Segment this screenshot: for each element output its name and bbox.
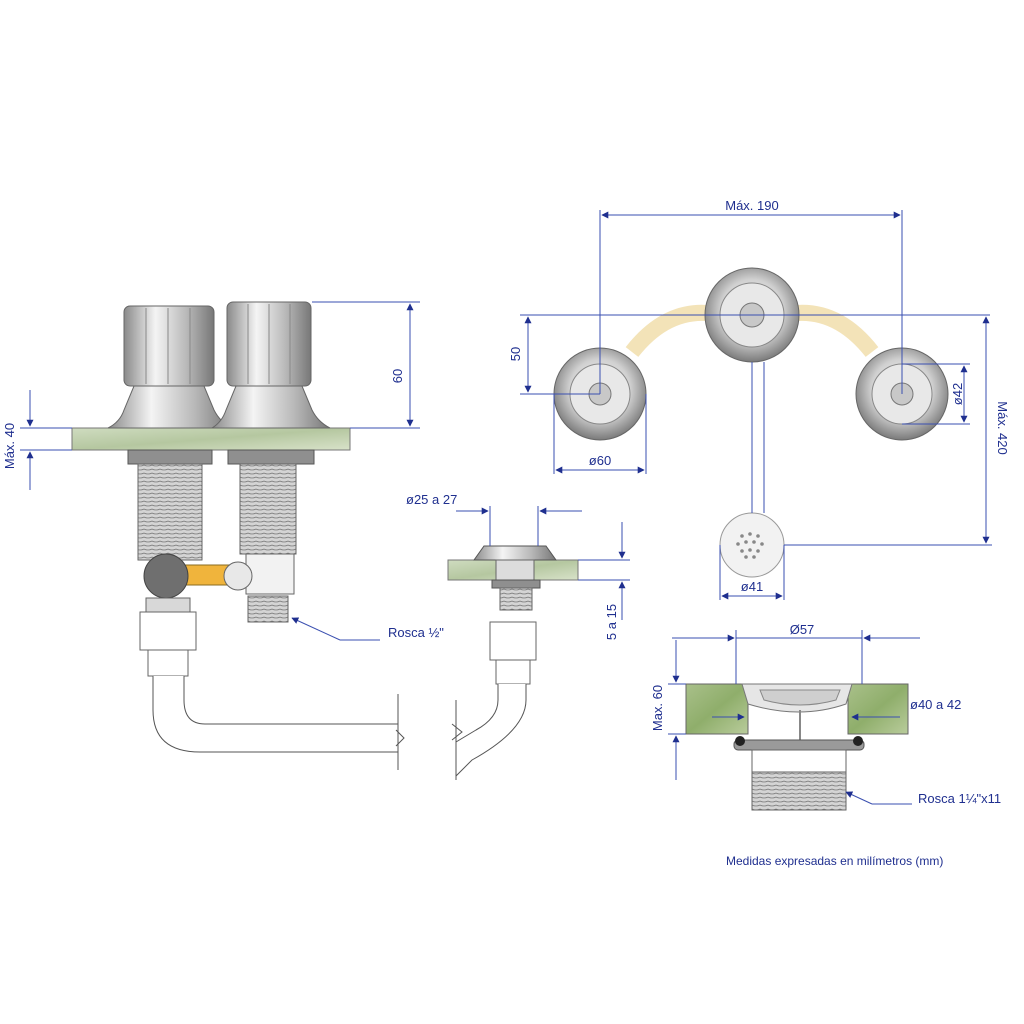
drain-flange bbox=[733, 739, 865, 751]
right-handle bbox=[210, 301, 331, 429]
left-stem bbox=[137, 463, 203, 561]
dim-57: Ø57 bbox=[790, 622, 815, 637]
dim-max-40: Máx. 40 bbox=[2, 423, 17, 469]
dim-max-420: Máx. 420 bbox=[995, 401, 1010, 454]
spout-cap bbox=[473, 545, 557, 561]
dim-60-dia: ø60 bbox=[589, 453, 611, 468]
dim-max-60: Max. 60 bbox=[650, 685, 665, 731]
left-dimensions: 60 Máx. 40 Rosca ½" bbox=[2, 301, 444, 641]
countertop-slab bbox=[71, 427, 351, 451]
plan-hose-left bbox=[625, 304, 718, 358]
units-note: Medidas expresadas en milímetros (mm) bbox=[726, 854, 943, 868]
dim-max-190: Máx. 190 bbox=[725, 198, 778, 213]
dim-41: ø41 bbox=[741, 579, 763, 594]
dim-50: 50 bbox=[508, 347, 523, 361]
left-handle bbox=[107, 305, 233, 429]
left-nut bbox=[127, 449, 213, 465]
label-rosca-114: Rosca 1¼"x11 bbox=[918, 791, 1001, 806]
plan-view bbox=[553, 267, 949, 578]
plan-drain bbox=[719, 512, 785, 578]
right-nut bbox=[227, 449, 315, 465]
drain-slab-left bbox=[685, 683, 749, 735]
spout-thread bbox=[499, 587, 533, 611]
drain-slab-right bbox=[847, 683, 909, 735]
dim-42: ø42 bbox=[950, 383, 965, 405]
right-stem bbox=[239, 463, 297, 555]
drain-section bbox=[685, 683, 909, 811]
spout-dimensions: ø25 a 27 5 a 15 bbox=[406, 492, 630, 640]
right-outlet-thread bbox=[247, 595, 289, 623]
label-rosca-half: Rosca ½" bbox=[388, 625, 444, 640]
spout-section bbox=[447, 545, 579, 780]
dim-5-15: 5 a 15 bbox=[604, 604, 619, 640]
drain-thread bbox=[751, 771, 847, 811]
left-drain-pipe bbox=[152, 676, 399, 753]
dim-60-height: 60 bbox=[390, 369, 405, 383]
left-elbow bbox=[143, 553, 189, 599]
drain-dimensions: Ø57 Max. 60 ø40 a 42 Rosca 1¼"x11 bbox=[650, 622, 1001, 806]
dim-40-42: ø40 a 42 bbox=[910, 697, 961, 712]
plan-hose-right bbox=[786, 304, 879, 358]
valve-side-view bbox=[71, 301, 405, 770]
plan-dimensions: Máx. 190 50 ø42 Máx. 420 ø60 ø41 bbox=[508, 198, 1010, 600]
spout-pipe bbox=[455, 684, 527, 778]
dim-25-27: ø25 a 27 bbox=[406, 492, 457, 507]
